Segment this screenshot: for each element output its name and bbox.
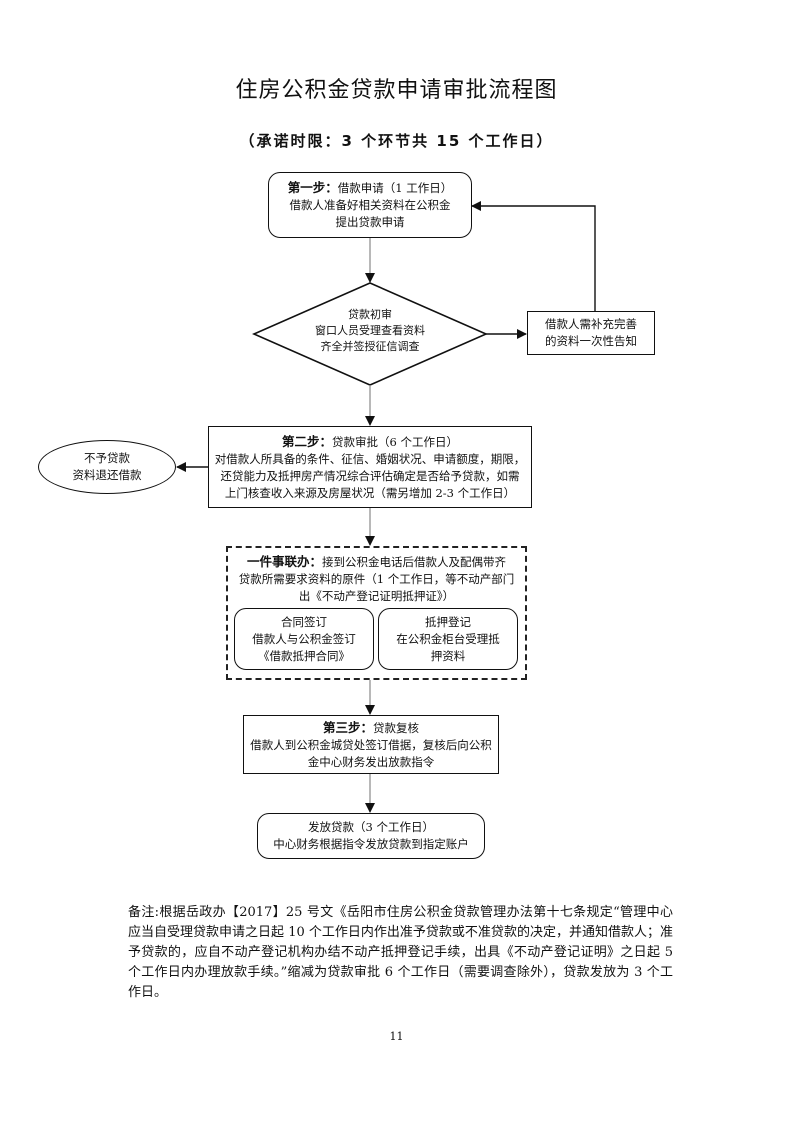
review-line: 窗口人员受理查看资料 — [315, 324, 425, 337]
one-stop-line: 出《不动产登记证明抵押证》） — [298, 589, 455, 603]
page-title: 住房公积金贷款申请审批流程图 — [235, 78, 558, 103]
step1-label: 第一步： — [287, 180, 338, 195]
arrow-supplement-to-step1 — [471, 201, 596, 311]
step1-heading: 借款申请（1 工作日） — [337, 181, 453, 195]
contract-line: 合同签订 — [281, 614, 327, 629]
disburse-line: 发放贷款（3 个工作日） — [308, 820, 434, 834]
step2-line: 还贷能力及抵押房产情况综合评估确定是否给予贷款，如需 — [220, 468, 520, 483]
initial-review-text: 贷款初审 窗口人员受理查看资料 齐全并签授征信调查 — [290, 307, 450, 355]
supplement-line: 借款人需补充完善 — [545, 317, 637, 331]
step3-box: 第三步：贷款复核 借款人到公积金城贷处签订借据，复核后向公积 金中心财务发出放款… — [243, 715, 499, 774]
supplement-box: 借款人需补充完善 的资料一次性告知 — [527, 311, 655, 355]
page-subtitle: （承诺时限：3 个环节共 15 个工作日） — [239, 132, 554, 150]
mortgage-line: 在公积金柜台受理抵 — [396, 631, 500, 646]
step3-label: 第三步： — [322, 719, 373, 735]
supplement-line: 的资料一次性告知 — [545, 334, 637, 348]
mortgage-box: 抵押登记 在公积金柜台受理抵 押资料 — [378, 608, 518, 670]
footnote: 备注:根据岳政办【2017】25 号文《岳阳市住房公积金贷款管理办法第十七条规定… — [128, 905, 673, 1000]
contract-line: 《借款抵押合同》 — [258, 648, 350, 663]
disburse-line: 中心财务根据指令发放贷款到指定账户 — [273, 837, 469, 851]
review-line: 贷款初审 — [348, 308, 392, 321]
step3-line: 金中心财务发出放款指令 — [307, 754, 435, 769]
one-stop-line: 接到公积金电话后借款人及配偶带齐 — [322, 555, 506, 569]
step2-heading: 贷款审批（6 个工作日） — [332, 434, 458, 449]
page-number: 11 — [389, 1030, 404, 1043]
mortgage-line: 抵押登记 — [425, 614, 471, 629]
mortgage-line: 押资料 — [430, 648, 466, 663]
contract-box: 合同签订 借款人与公积金签订 《借款抵押合同》 — [234, 608, 374, 670]
step1-line: 借款人准备好相关资料在公积金 — [289, 198, 451, 212]
contract-line: 借款人与公积金签订 — [252, 631, 356, 646]
step3-heading: 贷款复核 — [373, 720, 419, 735]
rejected-ellipse: 不予贷款 资料退还借款 — [38, 440, 176, 494]
step3-line: 借款人到公积金城贷处签订借据，复核后向公积 — [250, 737, 492, 752]
step2-box: 第二步：贷款审批（6 个工作日） 对借款人所具备的条件、征信、婚姻状况、申请额度… — [208, 426, 532, 508]
rejected-line: 资料退还借款 — [72, 468, 142, 482]
step2-line: 对借款人所具备的条件、征信、婚姻状况、申请额度，期限， — [214, 451, 526, 466]
step1-line: 提出贷款申请 — [335, 215, 405, 229]
step1-box: 第一步：借款申请（1 工作日） 借款人准备好相关资料在公积金 提出贷款申请 — [268, 172, 472, 238]
rejected-line: 不予贷款 — [84, 451, 130, 465]
one-stop-container: 一件事联办：接到公积金电话后借款人及配偶带齐 贷款所需要求资料的原件（1 个工作… — [226, 546, 527, 680]
one-stop-label: 一件事联办： — [246, 554, 322, 569]
review-line: 齐全并签授征信调查 — [320, 340, 420, 353]
one-stop-line: 贷款所需要求资料的原件（1 个工作日，等不动产部门 — [238, 572, 515, 586]
one-stop-text: 一件事联办：接到公积金电话后借款人及配偶带齐 贷款所需要求资料的原件（1 个工作… — [228, 553, 525, 605]
step2-label: 第二步： — [282, 433, 333, 449]
step2-line: 上门核查收入来源及房屋状况（需另增加 2-3 个工作日） — [224, 485, 516, 500]
disburse-box: 发放贷款（3 个工作日） 中心财务根据指令发放贷款到指定账户 — [257, 813, 485, 859]
